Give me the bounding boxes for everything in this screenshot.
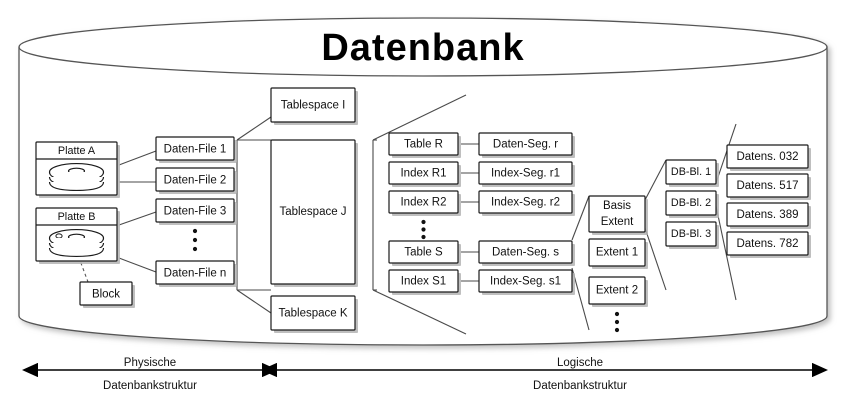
extent-item[interactable]: Extent 2 [588, 276, 648, 307]
axis-logical: Logische Datenbankstruktur [261, 357, 828, 392]
table-item[interactable]: Index R1 [388, 161, 461, 187]
segment-label: Daten-Seg. s [492, 247, 559, 259]
table-ellipsis [421, 219, 426, 240]
data-file-label: Daten-File n [164, 268, 227, 280]
connector-group-tablespace-to-tables [372, 94, 467, 335]
segment-item[interactable]: Index-Seg. r2 [478, 190, 575, 216]
segment-label: Index-Seg. s1 [490, 276, 561, 288]
record-item[interactable]: Datens. 517 [726, 173, 811, 200]
connector-group-disk-to-files [118, 150, 157, 273]
disk-label: Platte B [58, 211, 96, 223]
connector-group-block-to-records [715, 123, 737, 301]
data-file-item[interactable]: Daten-File 2 [155, 167, 237, 194]
data-file-item[interactable]: Daten-File n [155, 260, 237, 287]
data-file-label: Daten-File 1 [164, 144, 227, 156]
data-file-ellipsis [192, 228, 198, 252]
disk-platter-icon [48, 163, 105, 191]
axis-physical: Physische Datenbankstruktur [22, 357, 278, 392]
db-block-item[interactable]: DB-Bl. 1 [665, 159, 719, 187]
table-label: Index S1 [401, 276, 446, 288]
tablespace-list: Tablespace I Tablespace J Tablespace K [270, 87, 358, 333]
record-label: Datens. 389 [736, 209, 798, 221]
tablespace-item-i[interactable]: Tablespace I [270, 87, 358, 125]
connector-group-tables-to-segments [461, 143, 479, 282]
segment-label: Index-Seg. r2 [491, 197, 560, 209]
disk-platte-a[interactable]: Platte A [35, 141, 120, 198]
data-file-list: Daten-File 1 Daten-File 2 Daten-File 3 [155, 136, 237, 287]
tablespace-label: Tablespace K [278, 308, 347, 320]
disk-label: Platte A [58, 145, 96, 157]
tablespace-label: Tablespace J [279, 206, 346, 218]
record-label: Datens. 032 [736, 151, 798, 163]
tablespace-item-j[interactable]: Tablespace J [270, 139, 358, 287]
block-label: Block [92, 289, 120, 301]
data-file-item[interactable]: Daten-File 1 [155, 136, 237, 163]
table-label: Table S [404, 247, 443, 259]
extent-item-basis[interactable]: Basis Extent [588, 195, 648, 235]
data-file-label: Daten-File 2 [164, 175, 227, 187]
segment-label: Daten-Seg. r [493, 139, 558, 151]
record-item[interactable]: Datens. 782 [726, 231, 811, 258]
axis-label-line1: Logische [557, 357, 603, 369]
db-block-list: DB-Bl. 1 DB-Bl. 2 DB-Bl. 3 [665, 159, 719, 249]
segment-item[interactable]: Daten-Seg. s [478, 240, 575, 266]
disk-platter-icon [48, 229, 105, 257]
table-item[interactable]: Index R2 [388, 190, 461, 216]
extent-label: Extent 1 [596, 247, 638, 259]
data-file-label: Daten-File 3 [164, 206, 227, 218]
data-file-item[interactable]: Daten-File 3 [155, 198, 237, 225]
record-item[interactable]: Datens. 032 [726, 144, 811, 171]
segment-item[interactable]: Index-Seg. r1 [478, 161, 575, 187]
extent-ellipsis [614, 311, 620, 333]
table-label: Table R [404, 139, 443, 151]
segment-list: Daten-Seg. r Index-Seg. r1 Index-Seg. r2… [478, 132, 575, 295]
axis-label-line1: Physische [124, 357, 176, 369]
table-item[interactable]: Index S1 [388, 269, 461, 295]
db-block-label: DB-Bl. 2 [671, 197, 711, 209]
segment-item[interactable]: Daten-Seg. r [478, 132, 575, 158]
segment-label: Index-Seg. r1 [491, 168, 560, 180]
table-index-list: Table R Index R1 Index R2 Table S [388, 132, 461, 295]
axis-label-line2: Datenbankstruktur [533, 380, 627, 392]
db-block-label: DB-Bl. 1 [671, 166, 711, 178]
extent-item[interactable]: Extent 1 [588, 238, 648, 269]
table-item[interactable]: Table S [388, 240, 461, 266]
diagram-title: Datenbank [321, 27, 524, 69]
db-block-item[interactable]: DB-Bl. 3 [665, 221, 719, 249]
record-list: Datens. 032 Datens. 517 Datens. 389 Date… [726, 144, 811, 258]
record-label: Datens. 517 [736, 180, 798, 192]
extent-label: Extent 2 [596, 285, 638, 297]
table-label: Index R1 [400, 168, 446, 180]
table-label: Index R2 [400, 197, 446, 209]
connector-group-extent-to-blocks [644, 159, 667, 291]
tablespace-label: Tablespace I [281, 100, 346, 112]
db-block-item[interactable]: DB-Bl. 2 [665, 190, 719, 218]
db-block-label: DB-Bl. 3 [671, 228, 711, 240]
block-box[interactable]: Block [79, 281, 135, 308]
record-label: Datens. 782 [736, 238, 798, 250]
disk-platte-b[interactable]: Platte B [35, 207, 120, 264]
table-item[interactable]: Table R [388, 132, 461, 158]
extent-list: Basis Extent Extent 1 Extent 2 [588, 195, 648, 333]
record-item[interactable]: Datens. 389 [726, 202, 811, 229]
segment-item[interactable]: Index-Seg. s1 [478, 269, 575, 295]
tablespace-item-k[interactable]: Tablespace K [270, 295, 358, 333]
extent-label-line1: Basis [603, 200, 631, 212]
extent-label-line2: Extent [601, 216, 634, 228]
axis-label-line2: Datenbankstruktur [103, 380, 197, 392]
